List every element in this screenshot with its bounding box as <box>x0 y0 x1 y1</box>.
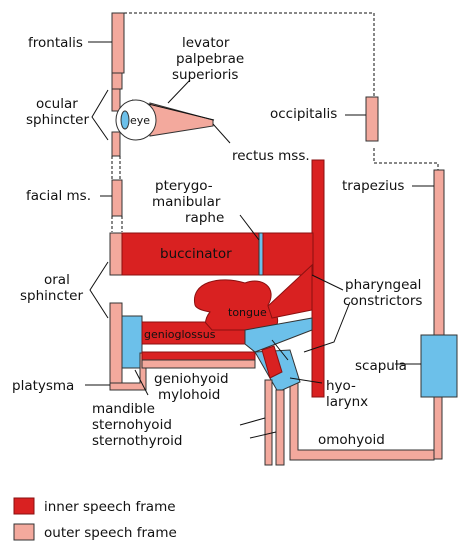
facial-muscle <box>112 180 122 216</box>
hyolarynx-label-1: hyo- <box>326 378 356 394</box>
pterygomandibular-raphe <box>259 233 263 275</box>
rectus-leader <box>213 124 230 143</box>
ocular-sphincter-lower <box>112 132 120 156</box>
omohyoid-label: omohyoid <box>318 432 385 448</box>
legend-inner-label: inner speech frame <box>44 499 176 515</box>
trapezius-label: trapezius <box>342 178 404 194</box>
mandible-label: mandible <box>92 401 155 417</box>
genioglossus-label: genioglossus <box>144 328 216 341</box>
rectus-muscles <box>150 103 213 136</box>
occipitalis-label: occipitalis <box>270 106 337 122</box>
scapula-bone <box>421 335 457 397</box>
levator-muscle <box>112 73 122 89</box>
sternothyroid-label: sternothyroid <box>92 433 182 449</box>
oral-sphincter-upper <box>110 233 122 275</box>
platysma-label: platysma <box>12 378 74 394</box>
frontalis-label: frontalis <box>28 35 83 51</box>
facial-label: facial ms. <box>26 188 91 204</box>
scapula-label: scapula <box>355 358 407 374</box>
levator-label-3: superioris <box>172 67 238 83</box>
sternohyoid-label: sternohyoid <box>92 417 172 433</box>
pterygo-label-2: manibular <box>152 194 221 210</box>
sternothyroid-muscle <box>276 390 284 465</box>
dashed-gap <box>112 156 120 180</box>
iris-icon <box>121 111 129 129</box>
tongue-label: tongue <box>228 306 267 319</box>
hyolarynx-label-2: larynx <box>326 394 368 410</box>
pterygo-label-1: pterygo- <box>155 178 213 194</box>
oral-label-2: sphincter <box>20 288 83 304</box>
pharyngeal-label-1: pharyngeal <box>345 277 421 293</box>
levator-leader <box>168 80 190 103</box>
levator-label-1: levator <box>182 35 230 51</box>
rectus-label: rectus mss. <box>232 148 310 164</box>
oral-bracket <box>90 262 108 318</box>
trapezius-lower <box>434 397 442 459</box>
eye-label: eye <box>130 114 150 127</box>
mylohoid-label: mylohoid <box>158 387 220 403</box>
pharyngeal-label-2: constrictors <box>343 293 422 309</box>
ocular-bracket <box>92 90 108 140</box>
legend-inner-swatch <box>14 498 34 514</box>
mylohoid-muscle <box>142 360 255 368</box>
dashed-gap-2 <box>112 216 122 232</box>
levator-label-2: palpebrae <box>176 51 244 67</box>
geniohyoid-muscle <box>142 352 255 360</box>
dashed-connector <box>124 13 374 97</box>
pharyngeal-upper-band <box>263 233 313 275</box>
legend-outer-swatch <box>14 524 34 540</box>
sternohyoid-muscle <box>265 380 272 465</box>
oral-label-1: oral <box>44 272 70 288</box>
buccinator-label: buccinator <box>160 246 232 262</box>
occipitalis-muscle <box>366 97 378 141</box>
geniohyoid-label: geniohyoid <box>154 371 229 387</box>
pterygo-label-3: raphe <box>185 210 224 226</box>
pharyngeal-constrictor-column <box>312 160 324 397</box>
sternohyoid-leader <box>240 418 265 425</box>
ocular-label-2: sphincter <box>26 112 89 128</box>
dashed-connector-2 <box>374 148 438 170</box>
ocular-label-1: ocular <box>36 96 78 112</box>
ocular-sphincter-upper <box>112 89 120 111</box>
mandible-bone <box>122 316 142 368</box>
trapezius-muscle <box>434 170 444 335</box>
oral-sphincter-lower <box>110 303 122 383</box>
legend-outer-label: outer speech frame <box>44 525 177 541</box>
frontalis-muscle <box>112 13 124 73</box>
